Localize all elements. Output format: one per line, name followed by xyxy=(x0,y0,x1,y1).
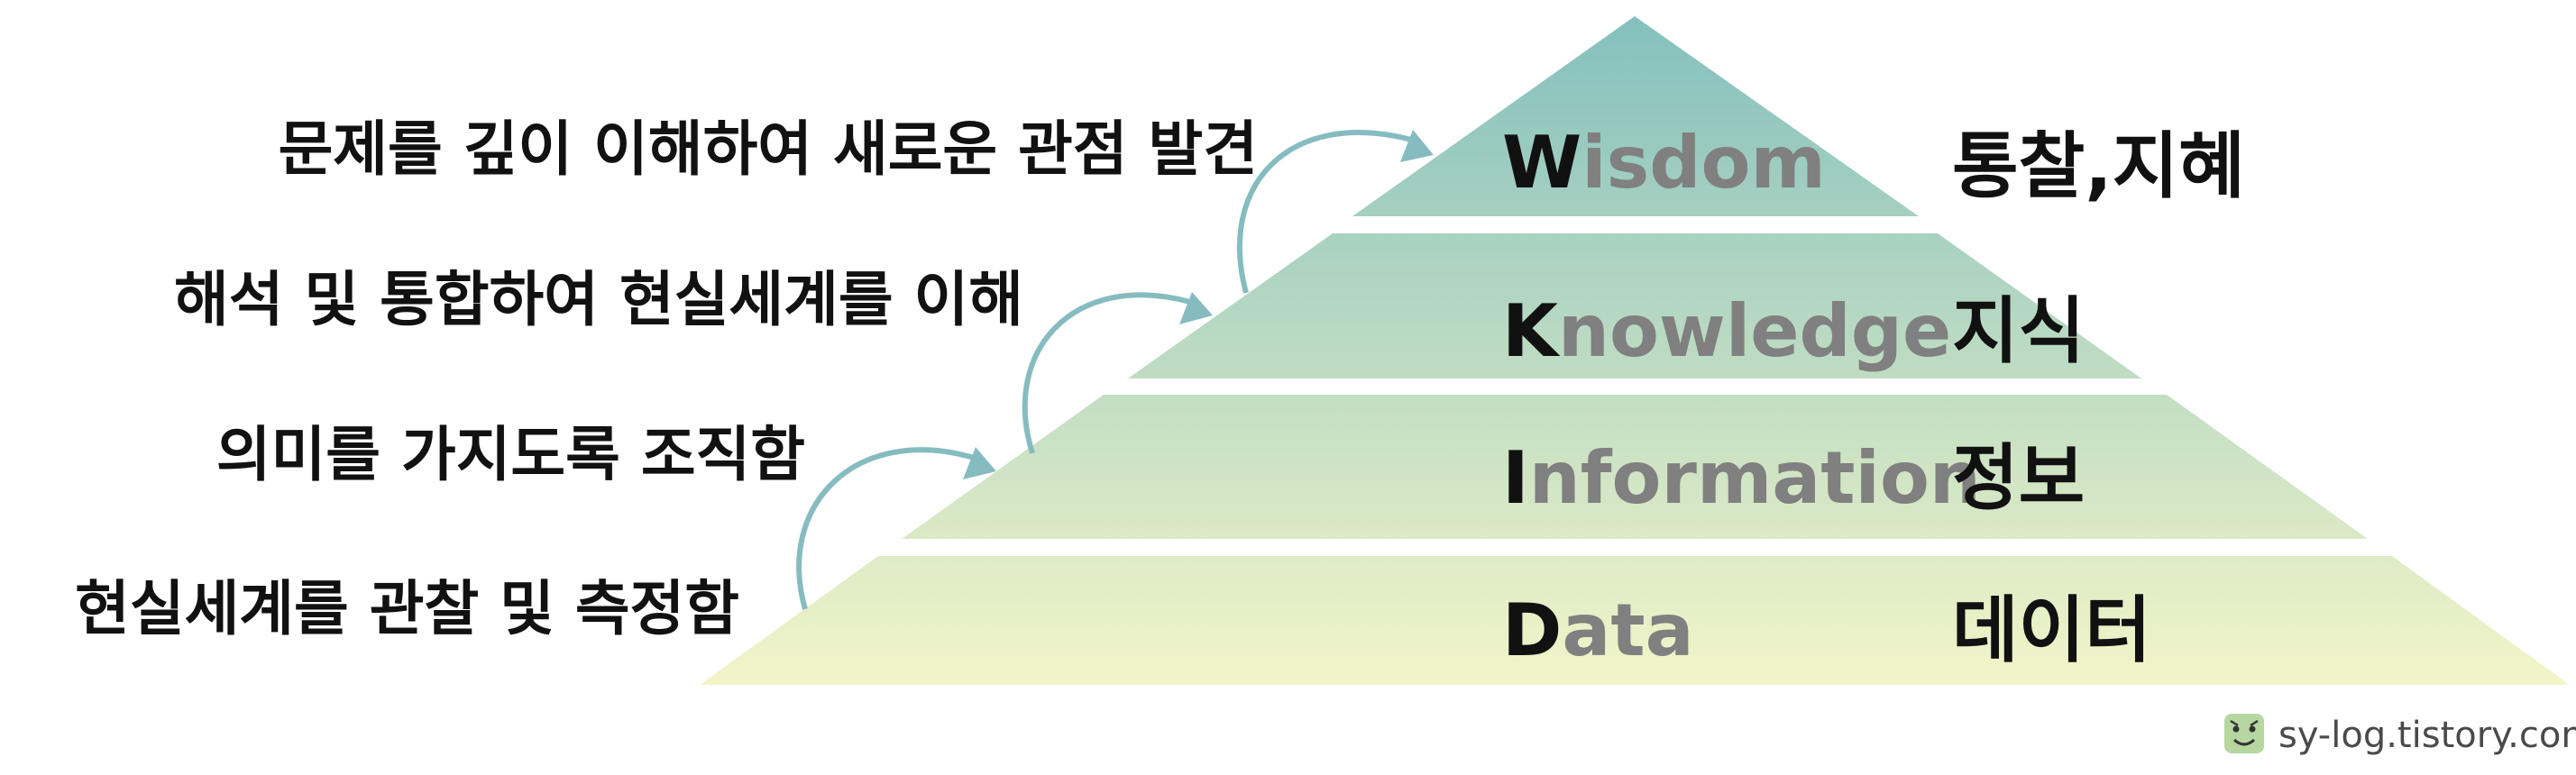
wisdom-label: Wisdom xyxy=(1502,121,1826,205)
pyramid-tier-wisdom xyxy=(1352,16,1919,216)
knowledge-korean: 지식 xyxy=(1952,289,2085,373)
wisdom-korean: 통찰,지혜 xyxy=(1952,124,2245,208)
knowledge-label: Knowledge xyxy=(1502,289,1951,373)
arrow-information-to-knowledge xyxy=(1022,292,1213,454)
wisdom-description: 문제를 깊이 이해하여 새로운 관점 발견 xyxy=(279,114,1258,184)
wisdom-label-rest: isdom xyxy=(1581,121,1826,205)
watermark: sy-log.tistory.com xyxy=(2224,714,2576,756)
data-label-initial: D xyxy=(1502,588,1562,672)
information-korean: 정보 xyxy=(1952,436,2085,520)
information-label-initial: I xyxy=(1502,436,1529,520)
arrow-data-to-information xyxy=(796,447,996,610)
information-description: 의미를 가지도록 조직함 xyxy=(216,420,805,489)
data-label-rest: ata xyxy=(1562,588,1693,672)
data-label: Data xyxy=(1502,588,1694,672)
wisdom-label-initial: W xyxy=(1502,121,1581,205)
information-label: Information xyxy=(1502,436,1981,520)
information-label-rest: nformation xyxy=(1529,436,1981,520)
smiley-face-icon xyxy=(2224,714,2264,753)
knowledge-label-rest: nowledge xyxy=(1558,289,1951,373)
watermark-text: sy-log.tistory.com xyxy=(2278,715,2576,756)
knowledge-description: 해석 및 통합하여 현실세계를 이해 xyxy=(174,265,1023,334)
data-description: 현실세계를 관찰 및 측정함 xyxy=(75,574,739,643)
pyramid-tier-data xyxy=(700,556,2570,685)
pyramid-tier-knowledge xyxy=(1128,233,2141,378)
arrow-knowledge-to-wisdom xyxy=(1236,130,1434,294)
data-korean: 데이터 xyxy=(1952,588,2151,672)
pyramid-tier-information xyxy=(902,395,2368,539)
knowledge-label-initial: K xyxy=(1502,289,1561,373)
